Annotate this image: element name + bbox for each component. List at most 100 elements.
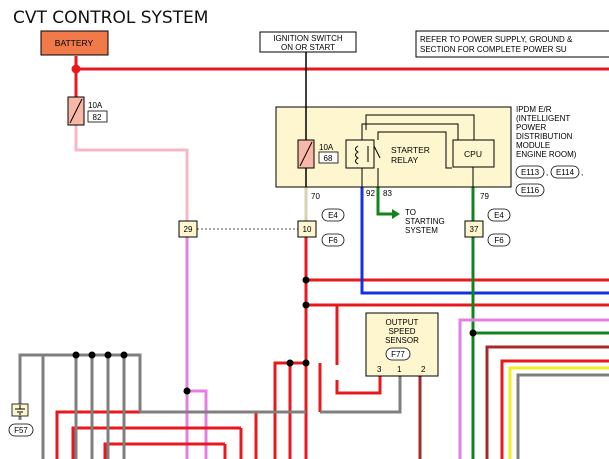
ipdm-fuse-number-box [318, 151, 339, 164]
ground-f57: F57 [8, 403, 34, 437]
yellow-right-wire [508, 366, 609, 459]
ignition-switch: IGNITION SWITCH ON OR START [259, 31, 357, 53]
connector-f6-left: F6 [328, 236, 338, 245]
relay-link-1 [361, 123, 459, 140]
red-to-sensor-wire [306, 303, 339, 365]
starting-system: TO STARTING SYSTEM [392, 208, 445, 235]
connector-f57-oval [8, 423, 34, 437]
reference-note-box [415, 30, 609, 58]
starting-line2: STARTING [405, 217, 445, 226]
ipdm-fuse-rating: 10A [319, 143, 334, 152]
junction-dot [302, 301, 310, 309]
connector-f77: F77 [391, 350, 405, 359]
ipdm-name: IPDM E/R (INTELLIGENT POWER DISTRIBUTION… [515, 105, 583, 197]
relay-coil-icon [355, 145, 359, 165]
joint-connectors: 29 10 37 E4 F6 E4 F6 [178, 208, 511, 247]
connector-e4-right: E4 [494, 211, 504, 220]
brown-right-wire [485, 345, 609, 459]
violet-right-wire [458, 318, 609, 459]
starter-relay: STARTER RELAY [345, 123, 459, 187]
connector-e4-left: E4 [328, 211, 338, 220]
sensor-pin-2: 2 [421, 365, 426, 374]
wires [18, 51, 609, 459]
terminal-92: 92 [366, 189, 375, 198]
ignition-line2: ON OR START [281, 43, 335, 52]
fuse-82-number: 82 [93, 113, 102, 122]
junction-dot [469, 329, 477, 337]
junction-dots [71, 64, 477, 395]
ipdm-name-line: IPDM E/R [516, 105, 552, 114]
connector-e116-oval [515, 183, 545, 197]
fuse-82-number-box [87, 110, 108, 123]
connector-e113-oval [515, 165, 545, 179]
ipdm-name-line: (INTELLIGENT [516, 114, 570, 123]
reference-note: REFER TO POWER SUPPLY, GROUND & SECTION … [415, 30, 609, 58]
output-speed-sensor: OUTPUT SPEED SENSOR F77 3 1 2 [365, 312, 439, 377]
connector-e4-left-oval [321, 208, 345, 222]
sensor-pin-1: 1 [397, 365, 402, 374]
joint-29-box [178, 220, 198, 238]
ipdm-name-line: MODULE [516, 141, 550, 150]
terminal-70: 70 [311, 192, 320, 201]
junction-dot [88, 351, 96, 359]
fuse-82: 10A 82 [67, 96, 108, 126]
red-long-4 [103, 442, 225, 459]
connector-f77-oval [385, 347, 411, 361]
joint-29: 29 [184, 225, 193, 234]
page-title: CVT CONTROL SYSTEM [13, 8, 208, 28]
junction-dot [302, 359, 310, 367]
connector-e116: E116 [521, 186, 540, 195]
ground-box [11, 403, 29, 417]
starting-line3: SYSTEM [405, 226, 438, 235]
junction-dot [104, 351, 112, 359]
relay-line1: STARTER [391, 145, 430, 155]
fuse-82-rating: 10A [88, 101, 103, 110]
sensor-line2: SPEED [388, 327, 415, 336]
red-left-1 [273, 361, 306, 459]
reference-line1: REFER TO POWER SUPPLY, GROUND & [420, 35, 573, 44]
gray-ground-wire [18, 353, 142, 420]
sensor-line3: SENSOR [385, 336, 419, 345]
ignition-switch-box [259, 31, 357, 53]
ignition-line1: IGNITION SWITCH [273, 34, 343, 43]
red-long-2 [71, 426, 241, 459]
ipdm-fuse-number: 68 [324, 154, 333, 163]
junction-dot [286, 359, 294, 367]
cpu-label: CPU [464, 149, 482, 159]
junction-dot [302, 276, 310, 284]
terminal-83: 83 [383, 189, 392, 198]
joint-10-box [297, 220, 317, 238]
joint-10: 10 [303, 225, 312, 234]
reference-line2: SECTION FOR COMPLETE POWER SU [420, 45, 567, 54]
ipdm-module: 10A 68 STARTER RELAY CPU [275, 106, 512, 188]
connector-e113: E113 [521, 168, 540, 177]
green-wire-83 [376, 187, 392, 216]
relay-switch-icon [373, 145, 381, 159]
starting-line1: TO [405, 208, 416, 217]
connector-f6-right-oval [487, 233, 511, 247]
sensor-box [365, 312, 439, 377]
connector-e4-right-oval [487, 208, 511, 222]
terminal-79: 79 [480, 192, 489, 201]
battery-box [40, 30, 109, 56]
ipdm-name-line: POWER [516, 123, 546, 132]
relay-box [345, 139, 375, 169]
pink-fuse-wire [74, 125, 189, 221]
gray-sensor-pin1-wire [320, 376, 402, 414]
red-left-3 [254, 410, 275, 459]
connector-separator: , [581, 168, 583, 177]
red-sensor-pin3-wire [335, 376, 382, 395]
junction-dot [72, 351, 80, 359]
cpu-box [452, 139, 495, 168]
cpu: CPU [365, 114, 495, 187]
battery-label: BATTERY [55, 38, 94, 48]
sensor-line1: OUTPUT [386, 318, 419, 327]
violet-branch-wire [187, 389, 208, 459]
joint-37-box [464, 220, 484, 238]
blue-wire-92 [360, 187, 609, 295]
battery: BATTERY [40, 30, 109, 56]
relay-link-2 [377, 131, 452, 169]
junction-dot [183, 387, 191, 395]
relay-line2: RELAY [391, 155, 419, 165]
